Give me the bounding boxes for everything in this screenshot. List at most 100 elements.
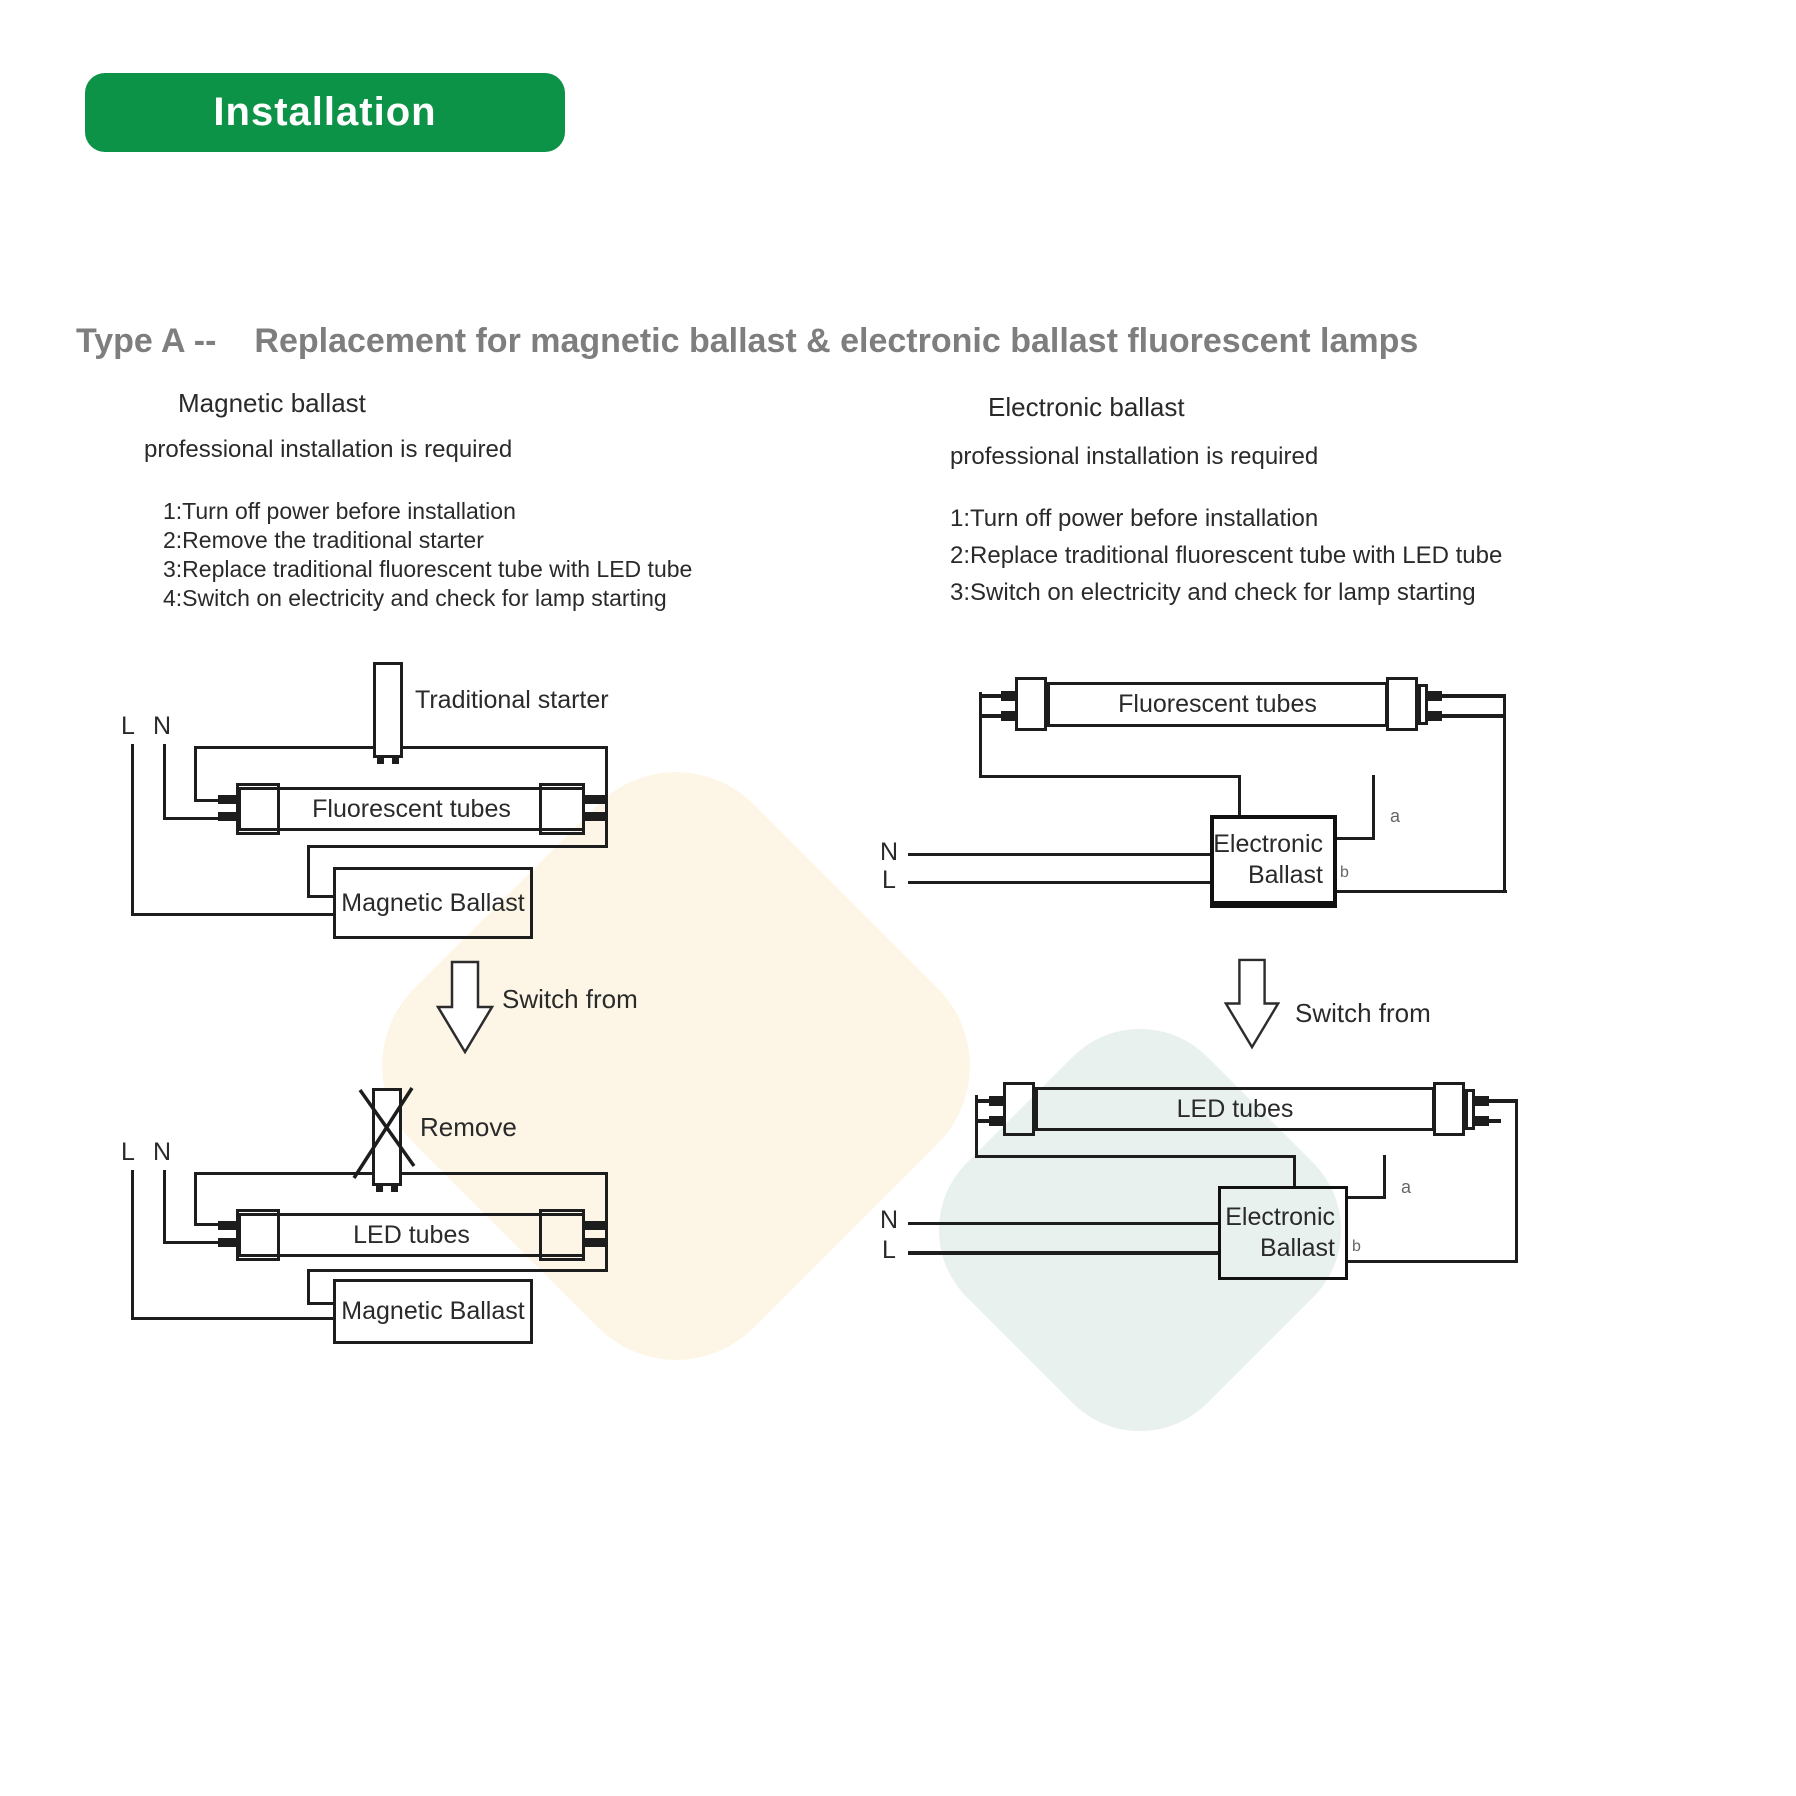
- title-text: Replacement for magnetic ballast & elect…: [254, 322, 1419, 360]
- tube-pin: [585, 1238, 605, 1247]
- wire: [1293, 1155, 1296, 1189]
- remove-x-icon: [352, 1087, 416, 1179]
- wire: [979, 692, 982, 778]
- electronic-ballast-heading: Electronic ballast: [988, 392, 1185, 422]
- wire: [307, 1269, 310, 1305]
- magnetic-ballast-box: Magnetic Ballast: [333, 1279, 533, 1344]
- wire: [131, 1170, 134, 1320]
- wire: [163, 817, 223, 820]
- tube-cap: [1015, 677, 1047, 731]
- line-label-l: L: [121, 1138, 135, 1166]
- electronic-ballast-box: Electronic Ballast: [1218, 1186, 1348, 1280]
- wire: [1348, 1260, 1518, 1263]
- removed-starter-box: [372, 1088, 402, 1186]
- wire: [1489, 1119, 1501, 1123]
- wire: [1489, 1099, 1518, 1103]
- wire: [1383, 1155, 1386, 1199]
- installation-badge-label: Installation: [213, 90, 437, 134]
- step-item: 2:Remove the traditional starter: [163, 527, 484, 553]
- starter-pin: [391, 1186, 398, 1192]
- tube-cap: [236, 783, 280, 835]
- tube-pin: [989, 1116, 1003, 1126]
- tube-pin: [1001, 691, 1015, 701]
- tube-pin: [585, 795, 605, 804]
- step-item: 3:Replace traditional fluorescent tube w…: [163, 556, 693, 582]
- terminal-b-label: b: [1340, 864, 1349, 881]
- tube-cap: [539, 783, 585, 835]
- tube-label: LED tubes: [353, 1220, 470, 1249]
- wire: [908, 853, 1210, 856]
- wire: [307, 845, 310, 898]
- wire: [980, 694, 1017, 698]
- wire: [307, 1269, 608, 1272]
- tube-pin: [1001, 711, 1015, 721]
- wire: [163, 1241, 223, 1244]
- wire: [131, 1317, 335, 1320]
- wire: [1503, 694, 1506, 893]
- magnetic-ballast-heading: Magnetic ballast: [178, 388, 366, 418]
- ballast-label-line1: Electronic: [1225, 1203, 1335, 1231]
- electronic-install-steps: 1:Turn off power before installation 2:R…: [950, 500, 1502, 611]
- starter-pin: [392, 758, 399, 764]
- tube-pin: [218, 1238, 238, 1247]
- switch-from-label: Switch from: [502, 984, 638, 1014]
- tube-cap: [1465, 1089, 1475, 1130]
- wire: [979, 775, 1241, 778]
- tube-label: Fluorescent tubes: [1118, 690, 1317, 718]
- wire: [163, 1170, 166, 1244]
- tube-pin: [989, 1096, 1003, 1106]
- led-tube: LED tubes: [238, 1213, 585, 1257]
- step-item: 1:Turn off power before installation: [163, 498, 516, 524]
- ballast-label-line2: Ballast: [1259, 1234, 1335, 1262]
- tube-pin: [218, 812, 238, 821]
- tube-cap: [236, 1209, 280, 1261]
- page-title: Type A -- Replacement for magnetic ballas…: [76, 322, 1418, 361]
- wire: [605, 1172, 608, 1272]
- ballast-label-line2: Ballast: [1247, 861, 1323, 889]
- wire: [307, 1302, 336, 1305]
- line-label-l: L: [882, 1236, 896, 1264]
- magnetic-ballast-box: Magnetic Ballast: [333, 867, 533, 939]
- wire: [131, 913, 335, 916]
- starter-pin: [376, 1186, 383, 1192]
- step-item: 3:Switch on electricity and check for la…: [950, 579, 1476, 606]
- tube-label: LED tubes: [1176, 1094, 1294, 1123]
- line-label-l: L: [882, 866, 896, 894]
- wire: [1238, 775, 1241, 819]
- wire: [1515, 1099, 1518, 1263]
- wire: [163, 744, 166, 820]
- wire: [908, 881, 1210, 884]
- magnetic-ballast-note: professional installation is required: [144, 436, 513, 463]
- wire: [1337, 837, 1375, 840]
- switch-from-label: Switch from: [1295, 998, 1431, 1028]
- wire: [1442, 714, 1506, 718]
- tube-pin: [1475, 1116, 1489, 1126]
- switch-from-arrow-icon: [436, 960, 494, 1055]
- led-tube: LED tubes: [1035, 1087, 1435, 1131]
- wire: [1442, 694, 1506, 698]
- tube-pin: [1428, 711, 1442, 721]
- wire: [980, 714, 1017, 718]
- traditional-starter-label: Traditional starter: [415, 686, 609, 714]
- step-item: 4:Switch on electricity and check for la…: [163, 585, 667, 611]
- title-type-label: Type A --: [76, 322, 217, 360]
- fluorescent-tube: Fluorescent tubes: [238, 787, 585, 831]
- wire: [131, 744, 134, 916]
- tube-pin: [218, 795, 238, 804]
- neutral-label-n: N: [153, 1138, 172, 1166]
- magnetic-install-steps: 1:Turn off power before installation 2:R…: [163, 497, 692, 613]
- ballast-label-line1: Electronic: [1213, 830, 1323, 858]
- wire: [975, 1095, 978, 1158]
- terminal-b-label: b: [1352, 1238, 1361, 1255]
- tube-cap: [1386, 677, 1418, 731]
- switch-from-arrow-icon: [1223, 958, 1281, 1050]
- step-item: 1:Turn off power before installation: [950, 505, 1319, 532]
- electronic-ballast-box: Electronic Ballast: [1210, 815, 1337, 908]
- wire: [975, 1155, 1296, 1158]
- tube-cap: [1418, 684, 1428, 725]
- tube-cap: [1003, 1082, 1035, 1136]
- wire: [307, 845, 608, 848]
- terminal-a-label: a: [1401, 1177, 1412, 1197]
- wire: [908, 1222, 1218, 1225]
